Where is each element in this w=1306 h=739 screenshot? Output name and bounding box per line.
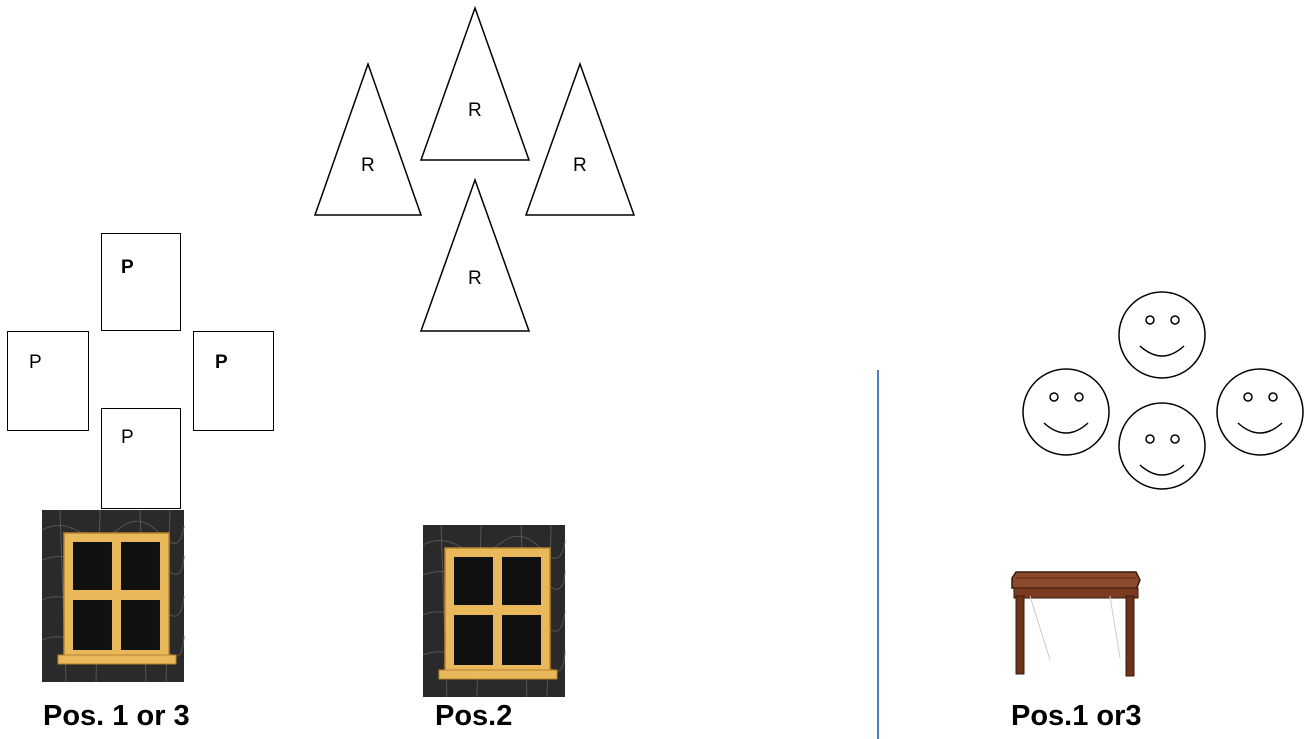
caption-middle: Pos.2: [435, 700, 513, 732]
triangle-left: [313, 61, 423, 216]
vertical-divider: [877, 370, 879, 739]
box-top-label: P: [121, 257, 134, 278]
triangle-right: [524, 61, 636, 216]
box-left-label: P: [29, 352, 42, 373]
box-bottom: P: [101, 408, 181, 509]
box-left: P: [7, 331, 89, 431]
triangle-left-label: R: [361, 155, 375, 176]
triangle-right-label: R: [573, 155, 587, 176]
caption-right: Pos.1 or3: [1011, 700, 1142, 732]
window-picture-left: [41, 509, 185, 690]
triangle-bottom: [419, 177, 531, 332]
triangle-top-label: R: [468, 100, 482, 121]
smiley-face-bottom: [1118, 402, 1206, 490]
box-right: P: [193, 331, 274, 431]
box-right-label: P: [215, 352, 228, 373]
table-picture: [1011, 571, 1141, 677]
box-bottom-label: P: [121, 427, 134, 448]
smiley-face-top: [1118, 291, 1206, 379]
window-picture-middle: [422, 524, 566, 698]
smiley-face-left: [1022, 368, 1110, 456]
caption-left: Pos. 1 or 3: [43, 700, 190, 732]
box-top: P: [101, 233, 181, 331]
triangle-bottom-label: R: [468, 268, 482, 289]
smiley-face-right: [1216, 368, 1304, 456]
triangle-top: [419, 5, 531, 161]
